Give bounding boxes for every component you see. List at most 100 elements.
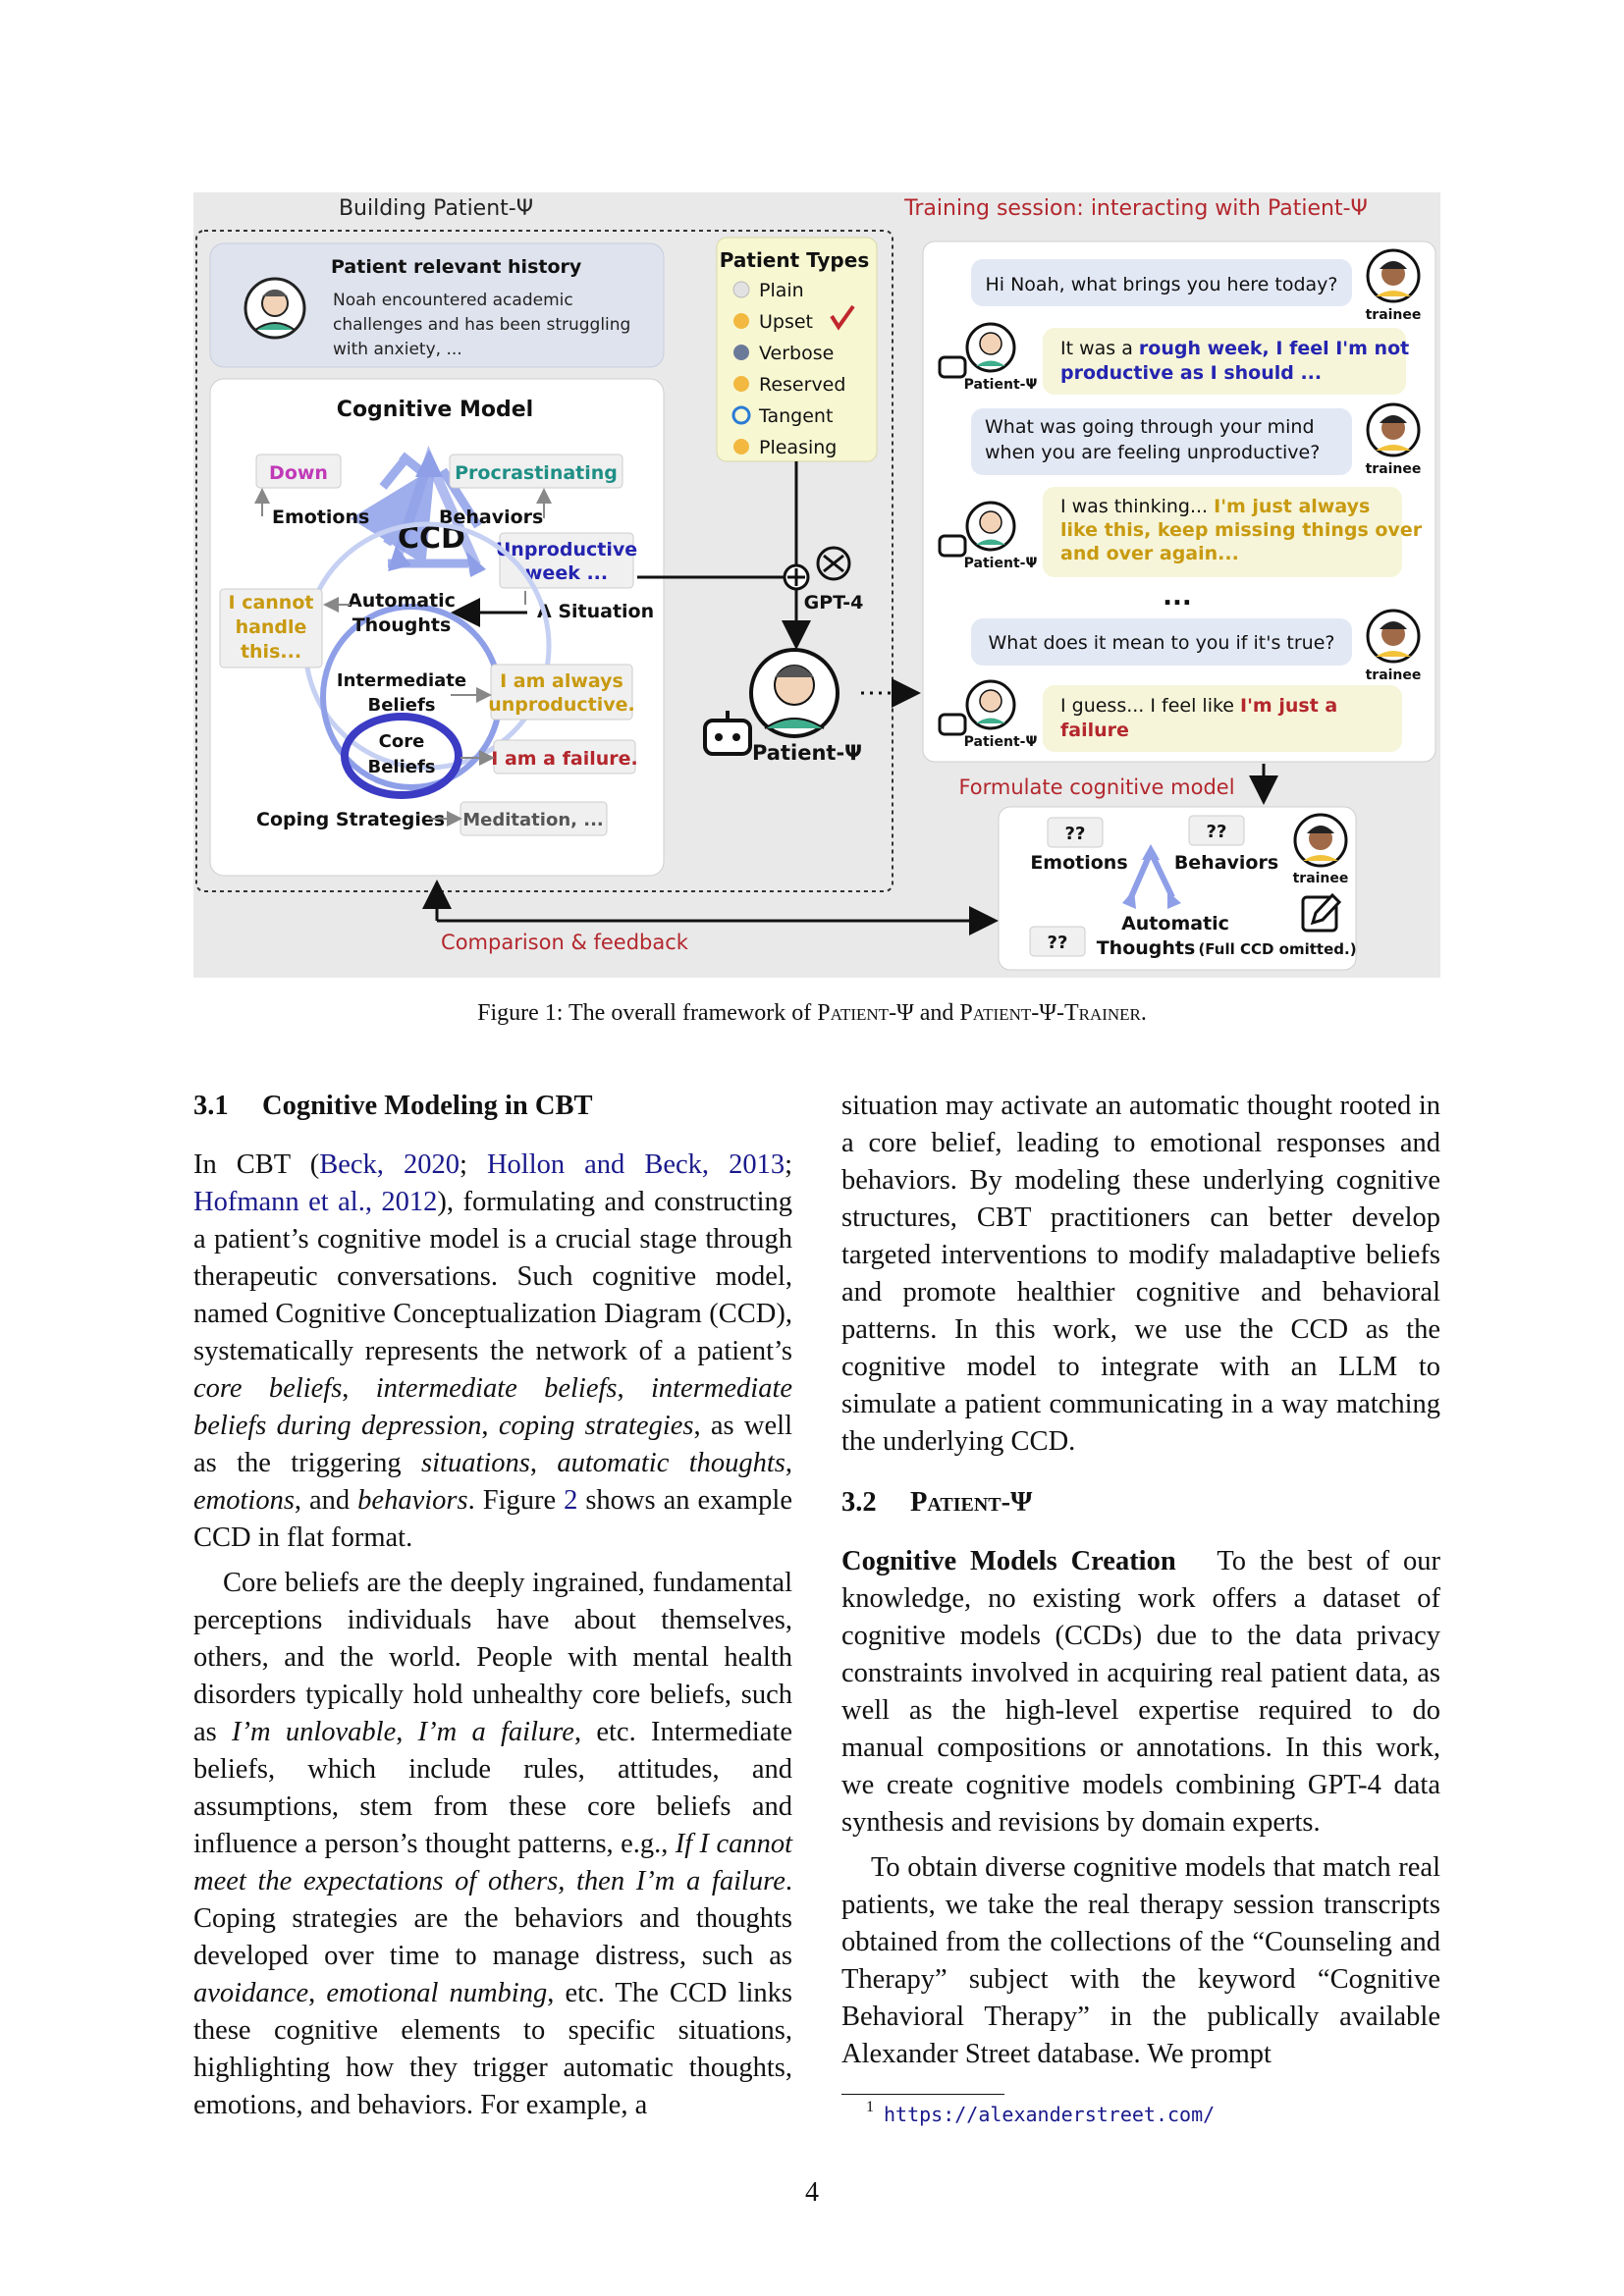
section-3-1-paragraph-2: Core beliefs are the deeply ingrained, f… <box>193 1568 793 2120</box>
cannot-line1: I cannot <box>229 592 314 614</box>
patient-msg-2c: and over again... <box>1060 543 1239 564</box>
trainee-label-2: trainee <box>1366 461 1422 477</box>
type-verbose: Verbose <box>759 343 834 364</box>
cite-hofmann-2012[interactable]: Hofmann et al., 2012 <box>193 1187 438 1217</box>
right-continuation-paragraph: situation may activate an automatic thou… <box>841 1091 1440 1457</box>
trainee-msg-2b: when you are feeling unproductive? <box>985 442 1320 463</box>
patient-msg-3b: failure <box>1060 720 1129 741</box>
down-tag <box>255 454 342 489</box>
small-patient-label-3: Patient-Ψ <box>964 734 1038 750</box>
hugging-face-icon <box>733 439 749 454</box>
patient-bubble-3 <box>1043 685 1402 752</box>
unproductive-line2: week ... <box>525 562 608 584</box>
cannot-line2: handle <box>236 616 307 638</box>
left-panel-title: Building Patient-Ψ <box>339 196 533 221</box>
section-3-1-paragraph-1: In CBT (Beck, 2020; Hollon and Beck, 201… <box>193 1149 793 1553</box>
trainee-bubble-2 <box>971 408 1352 475</box>
situation-label: A Situation <box>537 601 654 622</box>
automatic-label2: Thoughts <box>352 614 452 636</box>
patient-types-title: Patient Types <box>720 248 869 272</box>
robot-icon <box>703 711 752 756</box>
plain-face-icon <box>732 281 750 298</box>
patient-msg-1b: productive as I should ... <box>1060 362 1322 384</box>
ccd-triangle <box>350 452 482 568</box>
trainee-automatic-2: Thoughts <box>1097 937 1196 959</box>
trainee-msg-3: What does it mean to you if it's true? <box>988 632 1334 654</box>
section-3-2-paragraph-1: Cognitive Models Creation To the best of… <box>841 1546 1440 1838</box>
trainee-msg-1: Hi Noah, what brings you here today? <box>985 274 1337 295</box>
unknown-thoughts: ?? <box>1048 933 1068 953</box>
upset-face-icon <box>733 313 749 329</box>
core-beliefs-ring <box>341 713 462 799</box>
history-card <box>209 242 665 368</box>
patient-bubble-1 <box>1043 328 1406 395</box>
intermediate-label2: Beliefs <box>367 695 435 716</box>
type-plain: Plain <box>759 280 804 301</box>
trainee-bubble-3 <box>971 618 1352 666</box>
right-panel-title: Training session: interacting with Patie… <box>903 196 1368 221</box>
procrastinating-text: Procrastinating <box>455 462 618 484</box>
zipper-face-icon <box>733 376 749 392</box>
cite-hollon-beck-2013[interactable]: Hollon and Beck, 2013 <box>486 1149 785 1180</box>
patient-avatar-icon <box>244 277 306 340</box>
unknown-emotions: ?? <box>1065 824 1086 844</box>
openai-logo-icon <box>816 546 851 581</box>
trainee-label-1: trainee <box>1366 307 1422 323</box>
trainee-avatar-icon <box>1293 813 1348 868</box>
small-patient-avatar-icon <box>938 501 1016 558</box>
always-line1: I am always <box>500 670 623 692</box>
unknown-emotions-tag <box>1047 817 1104 848</box>
trainee-label-3: trainee <box>1366 667 1422 683</box>
ccd-arrow-head-right <box>466 552 486 577</box>
checkmark-icon <box>830 304 855 331</box>
trainee-avatar-icon <box>1366 248 1421 303</box>
unknown-behaviors: ?? <box>1207 822 1227 842</box>
cannot-line3: this... <box>241 641 301 663</box>
patient-msg-2a: I was thinking... I'm just always <box>1060 496 1370 517</box>
footnote-url-link[interactable]: https://alexanderstreet.com/ <box>884 2103 1216 2126</box>
trainee-avatar-icon <box>1366 609 1421 664</box>
trainee-bubble-1 <box>971 259 1352 306</box>
page-number: 4 <box>805 2177 819 2208</box>
trainee-avatar-icon <box>1366 402 1421 457</box>
right-column: situation may activate an automatic thou… <box>841 1088 1440 2073</box>
patient-psi-label: Patient-Ψ <box>752 741 862 765</box>
formulate-label: Formulate cognitive model <box>958 775 1234 799</box>
speaking-head-icon <box>733 345 749 360</box>
gpt4-label: GPT-4 <box>804 592 864 614</box>
emotions-label: Emotions <box>272 507 369 528</box>
cite-beck-2020[interactable]: Beck, 2020 <box>319 1149 460 1180</box>
coping-label: Coping Strategies <box>256 809 445 830</box>
type-pleasing: Pleasing <box>759 437 837 458</box>
behaviors-label: Behaviors <box>439 507 543 528</box>
patient-msg-1a: It was a rough week, I feel I'm not <box>1060 338 1409 359</box>
chat-ellipsis: ... <box>1163 582 1192 612</box>
trainee-behaviors-label: Behaviors <box>1174 852 1278 874</box>
core-label1: Core <box>379 731 425 752</box>
figure-caption: Figure 1: The overall framework of Patie… <box>477 1000 1147 1026</box>
trainee-emotions-label: Emotions <box>1030 852 1127 874</box>
patient-bubble-2 <box>1043 487 1402 577</box>
small-patient-avatar-icon <box>938 322 1016 379</box>
cannot-tag <box>219 588 323 668</box>
automatic-label1: Automatic <box>348 590 456 612</box>
spiral-icon <box>731 405 751 425</box>
ccd-arrow-head-left <box>388 546 411 571</box>
ccd-omitted-note: (Full CCD omitted.) <box>1198 940 1356 958</box>
figure-2-link[interactable]: 2 <box>564 1485 578 1516</box>
down-text: Down <box>269 462 328 484</box>
building-dashed-box <box>195 230 893 892</box>
figure-1: Building Patient-Ψ Training session: int… <box>193 192 1440 978</box>
footnote-mark: 1 <box>866 2099 874 2115</box>
cognitive-model-title: Cognitive Model <box>337 398 533 422</box>
unknown-thoughts-tag <box>1029 926 1086 957</box>
patient-msg-3a: I guess... I feel like I'm just a <box>1060 695 1337 717</box>
type-tangent: Tangent <box>758 405 833 427</box>
core-label2: Beliefs <box>367 757 435 777</box>
trainee-automatic-1: Automatic <box>1121 913 1229 934</box>
small-patient-label-1: Patient-Ψ <box>964 377 1038 393</box>
history-line3: with anxiety, ... <box>333 340 462 359</box>
failure-text: I am a failure. <box>491 748 637 770</box>
